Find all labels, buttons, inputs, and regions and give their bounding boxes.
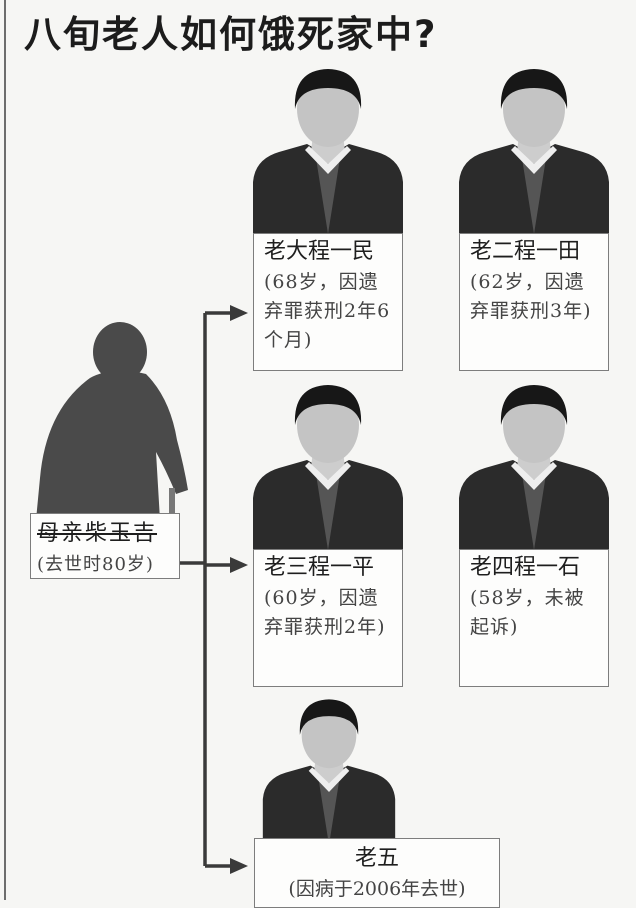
- son-5-note: (因病于2006年去世): [288, 878, 466, 900]
- mother-name: 母亲柴玉吉: [37, 521, 158, 546]
- son-1-name: 老大程一民: [264, 239, 375, 264]
- connector-arrowheads: [230, 305, 248, 874]
- mother-silhouette: [36, 322, 188, 520]
- son-1-avatar: [253, 69, 403, 234]
- son-3-name: 老三程一平: [264, 555, 375, 580]
- son-3-label: 老三程一平 (60岁，因遗弃罪获刑2年): [253, 549, 403, 687]
- son-2-avatar: [459, 69, 609, 234]
- page-left-rule: [4, 0, 6, 900]
- son-4-note: (58岁，未被起诉): [470, 587, 585, 638]
- son-4-label: 老四程一石 (58岁，未被起诉): [459, 549, 609, 687]
- son-4-name: 老四程一石: [470, 555, 581, 580]
- son-5-label: 老五 (因病于2006年去世): [254, 838, 500, 908]
- son-2-note: (62岁，因遗弃罪获刑3年): [470, 271, 592, 322]
- son-3-note: (60岁，因遗弃罪获刑2年): [264, 587, 386, 638]
- son-3-avatar: [253, 385, 403, 550]
- connector-lines: [180, 311, 232, 868]
- mother-note: (去世时80岁): [37, 554, 154, 575]
- page-title: 八旬老人如何饿死家中?: [24, 13, 438, 56]
- son-2-label: 老二程一田 (62岁，因遗弃罪获刑3年): [459, 233, 609, 371]
- son-1-note: (68岁，因遗弃罪获刑2年6个月): [264, 271, 391, 351]
- son-1-label: 老大程一民 (68岁，因遗弃罪获刑2年6个月): [253, 233, 403, 371]
- son-4-avatar: [459, 385, 609, 550]
- son-5-name: 老五: [354, 846, 399, 871]
- son-5-avatar: [262, 699, 396, 845]
- mother-label: 母亲柴玉吉 (去世时80岁): [30, 513, 180, 579]
- son-2-name: 老二程一田: [470, 239, 581, 264]
